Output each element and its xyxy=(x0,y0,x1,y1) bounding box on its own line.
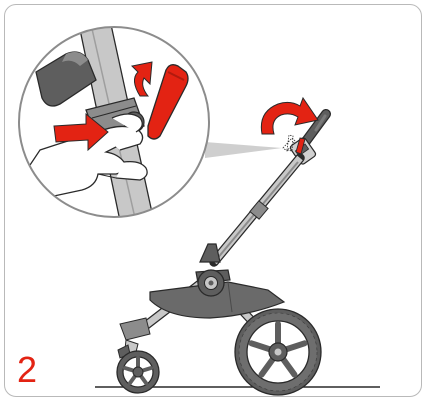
chassis-hub xyxy=(198,270,224,296)
step-number: 2 xyxy=(17,352,37,388)
zoom-connector xyxy=(205,142,282,158)
zoom-detail xyxy=(19,20,209,240)
rear-wheel xyxy=(235,309,321,395)
front-wheel xyxy=(117,351,159,393)
